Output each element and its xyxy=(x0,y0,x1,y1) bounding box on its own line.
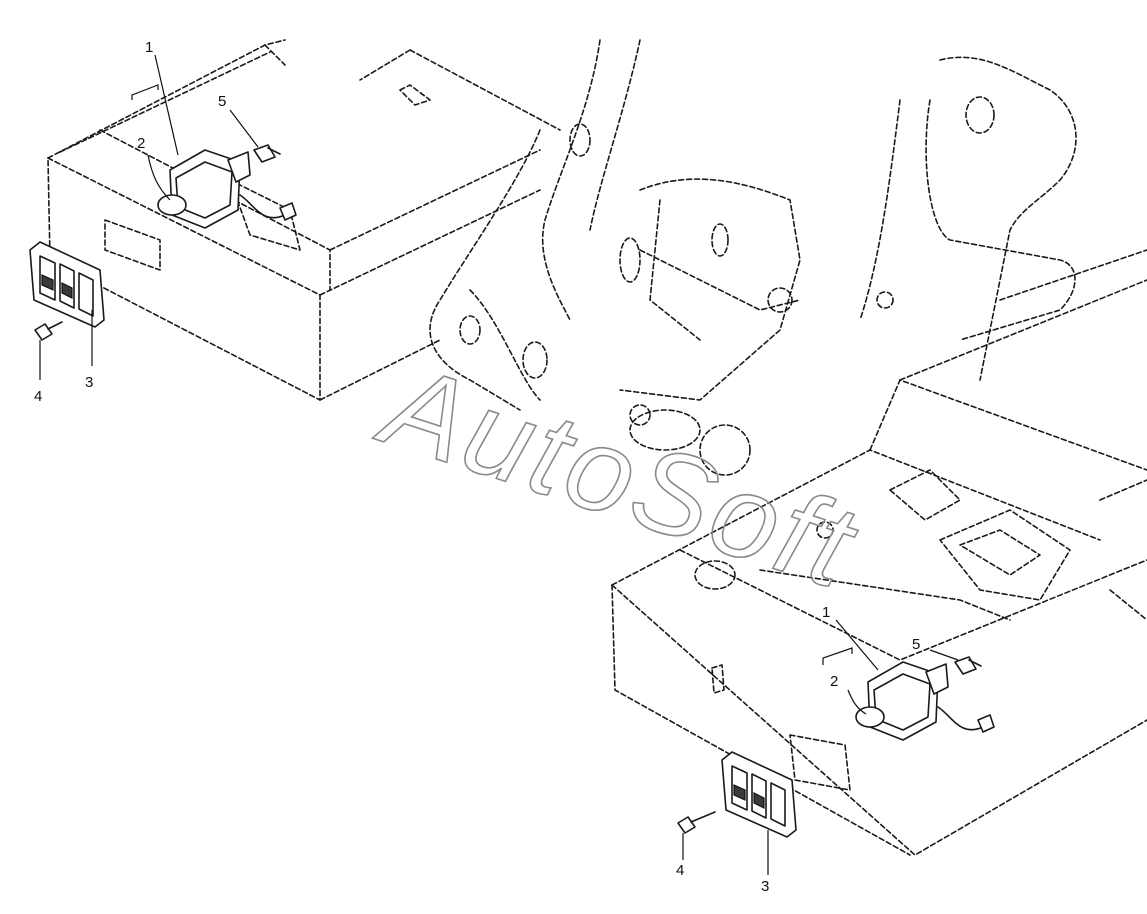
left-callout-4: 4 xyxy=(34,388,42,405)
left-lamp-guard xyxy=(29,241,105,328)
right-lamp-housing xyxy=(855,661,995,741)
right-callout-2: 2 xyxy=(830,673,838,690)
right-work-light-assembly: 1 2 3 4 5 xyxy=(676,604,995,895)
left-bolt xyxy=(253,144,281,163)
left-screw xyxy=(34,321,63,341)
left-callout-5: 5 xyxy=(218,93,226,110)
right-callout-5: 5 xyxy=(912,636,920,653)
right-callout-3: 3 xyxy=(761,878,769,895)
right-callout-1: 1 xyxy=(822,604,830,621)
frame-phantom-lines xyxy=(47,39,1147,856)
right-bolt xyxy=(954,656,982,675)
left-callout-2: 2 xyxy=(137,135,145,152)
watermark: AutoSoft xyxy=(364,337,872,614)
left-work-light-assembly: 1 2 3 4 5 xyxy=(29,39,297,405)
left-callout-1: 1 xyxy=(145,39,153,56)
right-screw xyxy=(677,811,716,834)
right-lamp-guard xyxy=(721,751,797,838)
left-callout-3: 3 xyxy=(85,374,93,391)
right-callout-4: 4 xyxy=(676,862,684,879)
left-lamp-housing xyxy=(157,149,297,229)
